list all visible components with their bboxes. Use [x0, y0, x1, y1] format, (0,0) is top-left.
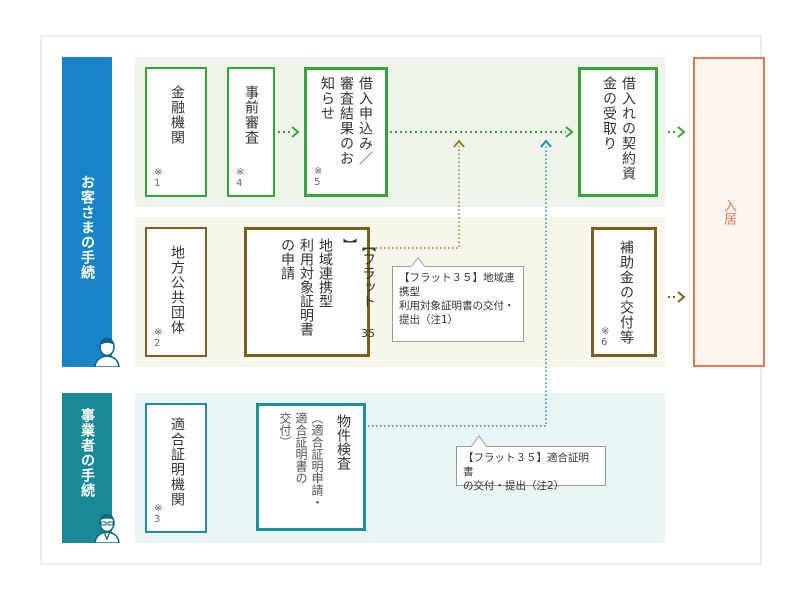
note-mark: ※2: [154, 327, 163, 349]
flat35-line3: の申請: [279, 238, 295, 280]
chevron-up-icon: [453, 139, 465, 148]
note-mark: ※5: [314, 166, 323, 188]
prior-review-label: 事前審査: [243, 85, 259, 145]
business-avatar-icon: [93, 511, 121, 544]
regional-certificate-callout: 【フラット３５】地域連 携型 利用対象証明書の交付・ 提出（注1）: [392, 266, 524, 342]
conformity-certificate-callout: 【フラット３５】適合証明書 の交付・提出（注2）: [456, 446, 606, 492]
conformity-organization-box: 適合証明機関 ※3: [145, 403, 207, 533]
flat35-line1: 地域連携型: [317, 238, 333, 308]
inspection-title: 物件検査: [335, 414, 351, 470]
move-in-label: 入居: [721, 199, 736, 225]
subsidy-label: 補助金の交付等: [618, 240, 634, 345]
chevron-right-icon: [565, 126, 574, 138]
customer-avatar-icon: [93, 335, 121, 368]
loan-application-label: 借入申込み／審査結果のお知らせ: [319, 76, 373, 166]
loan-contract-label: 借入れの契約資金の受取り: [601, 76, 636, 181]
subsidy-box: 補助金の交付等 ※6: [591, 227, 657, 357]
flat35-certificate-box: 【フラット 35】 地域連携型 利用対象証明書 の申請: [244, 227, 376, 357]
local-government-label: 地方公共団体: [169, 245, 185, 335]
flat35-title: 【フラット 35】: [339, 238, 377, 354]
conformity-organization-label: 適合証明機関: [169, 417, 185, 507]
inspection-sub1: （適合証明申請・: [310, 412, 324, 508]
loan-application-box: 借入申込み／審査結果のお知らせ ※5: [304, 67, 388, 197]
prior-review-box: 事前審査 ※4: [227, 67, 275, 197]
customer-sidebar: お客さまの手続: [62, 57, 112, 367]
inspection-box: 物件検査 （適合証明申請・ 適合証明書の 交付）: [256, 403, 366, 531]
note-mark: ※6: [601, 326, 610, 348]
move-in-box: 入居: [693, 57, 765, 367]
note-mark: ※1: [154, 167, 163, 189]
note-mark: ※3: [154, 503, 163, 525]
chevron-right-icon: [677, 126, 686, 138]
arrow-inspection-to-contract: [368, 146, 547, 427]
loan-contract-box: 借入れの契約資金の受取り: [578, 67, 658, 197]
chevron-up-icon: [540, 139, 552, 148]
chevron-right-icon: [291, 126, 300, 138]
financial-institution-label: 金融機関: [169, 85, 185, 145]
inspection-sub3: 交付）: [278, 412, 292, 448]
business-sidebar-label: 事業者の手続: [79, 408, 95, 498]
flat35-line2: 利用対象証明書: [298, 238, 314, 336]
arrow-certificate-to-application: [372, 146, 460, 249]
financial-institution-box: 金融機関 ※1: [145, 67, 207, 197]
note-mark: ※4: [236, 167, 245, 189]
inspection-sub2: 適合証明書の: [294, 412, 308, 484]
local-government-box: 地方公共団体 ※2: [145, 227, 207, 357]
flat35-number: 35: [361, 327, 375, 340]
chevron-right-icon: [677, 291, 686, 303]
customer-sidebar-label: お客さまの手続: [79, 175, 95, 280]
